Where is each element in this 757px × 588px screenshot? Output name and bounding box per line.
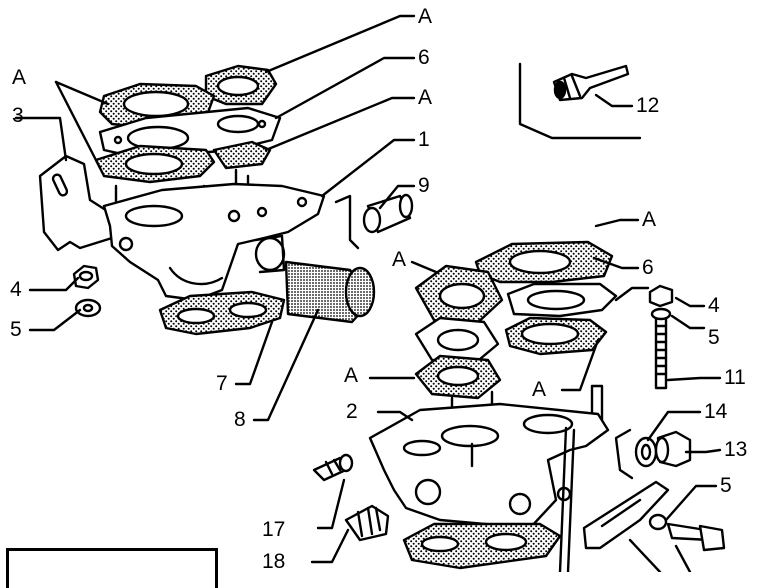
callout-3: 3 <box>12 104 24 127</box>
callout-a-top: A <box>418 5 432 28</box>
callout-a-lower: A <box>344 364 358 387</box>
callout-12: 12 <box>636 94 659 117</box>
callout-1: 1 <box>418 128 430 151</box>
callout-7: 7 <box>216 372 228 395</box>
gasket-top-small <box>204 64 278 106</box>
plate-6-right <box>506 282 618 318</box>
callout-4-right: 4 <box>708 294 720 317</box>
seal-14 <box>634 436 658 468</box>
cap-13 <box>654 430 692 468</box>
bolt-lower <box>666 522 726 552</box>
callout-4-left: 4 <box>10 278 22 301</box>
washer-5-left <box>74 298 102 318</box>
callout-a-left: A <box>12 66 26 89</box>
nut-4-left <box>72 264 100 290</box>
callout-14: 14 <box>704 400 728 423</box>
lever-bracket <box>582 480 670 550</box>
washer-5-lower <box>648 513 668 531</box>
carburettor-base-1 <box>102 182 326 302</box>
callout-6-top: 6 <box>418 46 430 69</box>
gasket-A-lower <box>414 354 502 400</box>
callout-labels: A 6 A A 3 1 9 4 5 7 8 12 A A 6 4 5 A 11 … <box>10 5 747 572</box>
exploded-parts-diagram: A 6 A A 3 1 9 4 5 7 8 12 A A 6 4 5 A 11 … <box>10 5 747 572</box>
stud-11 <box>654 316 668 390</box>
callout-9: 9 <box>418 174 430 197</box>
carburettor-base-2 <box>368 402 610 530</box>
gasket-bottom-left <box>158 290 286 336</box>
callout-6-right: 6 <box>642 256 654 279</box>
callout-a-bottom: A <box>532 378 546 401</box>
callout-18: 18 <box>262 550 285 572</box>
screw-17 <box>312 453 354 482</box>
gasket-bottom-right <box>402 522 562 570</box>
legend-box-frame <box>6 548 218 588</box>
callout-2: 2 <box>346 400 358 423</box>
gasket-right-top <box>474 240 614 284</box>
callout-5-right: 5 <box>708 326 720 349</box>
callout-8: 8 <box>234 408 246 431</box>
gasket-right-mid <box>504 316 608 356</box>
fitting-12 <box>552 64 630 102</box>
callout-a-right: A <box>642 208 656 231</box>
callout-a-mid: A <box>392 248 406 271</box>
callout-5-left: 5 <box>10 318 22 341</box>
callout-17: 17 <box>262 518 285 541</box>
gasket-mid <box>94 140 272 184</box>
callout-13: 13 <box>724 438 747 461</box>
callout-11: 11 <box>724 366 746 389</box>
gasket-square <box>414 264 504 328</box>
callout-a-upper: A <box>418 86 432 109</box>
leader-lines <box>14 14 722 564</box>
nut-4-right <box>648 284 674 308</box>
plug-18 <box>344 504 390 542</box>
spacer <box>414 316 500 366</box>
callout-5-lower: 5 <box>720 474 732 497</box>
fitting-9 <box>362 193 414 234</box>
filter-element-8 <box>284 260 376 324</box>
washer-5-right <box>650 307 672 321</box>
